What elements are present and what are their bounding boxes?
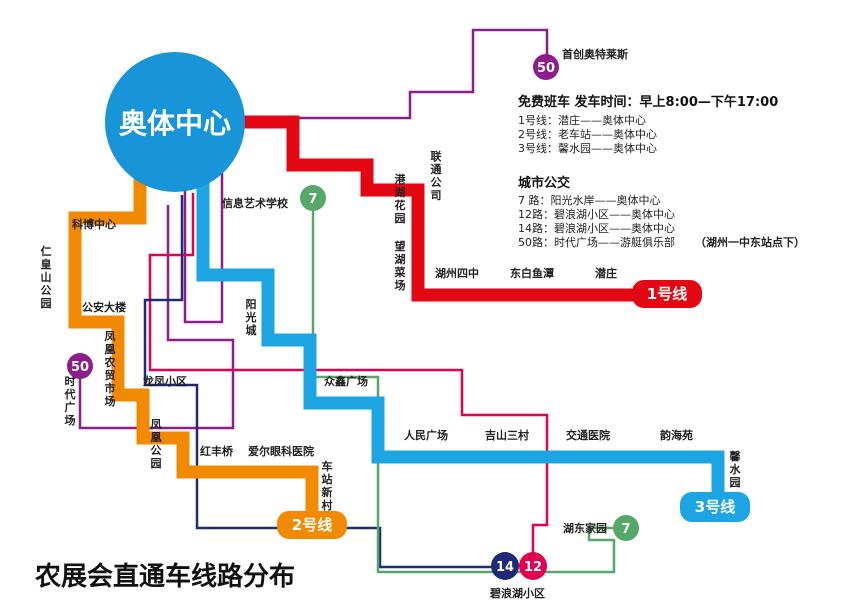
station-ganghu: 港湖花园 — [395, 172, 407, 225]
bus-50-route-north — [183, 28, 549, 324]
station-jiaotong: 交通医院 — [566, 428, 610, 442]
station-xinxi: 信息艺术学校 — [222, 196, 289, 210]
station-fenghuangpark: 凤凰公园 — [151, 418, 162, 470]
info-panel: 免费班车 发车时间：早上8:00—下午17:00 1号线：潜庄——奥体中心 2号… — [518, 94, 805, 249]
bus-12-route — [148, 193, 549, 555]
station-dongbai: 东白鱼潭 — [510, 266, 554, 280]
station-longfeng: 龙凤小区 — [142, 374, 187, 388]
bus-7-badge-south: 7 — [613, 515, 639, 541]
bus-14-route — [143, 195, 505, 569]
svg-text:12: 12 — [524, 560, 542, 575]
svg-text:3号线: 3号线 — [695, 498, 735, 516]
station-renmin: 人民广场 — [404, 428, 448, 442]
station-wanghu: 望湖菜场 — [394, 239, 407, 292]
line-3-badge: 3号线 — [680, 492, 750, 522]
station-aier: 爱尔眼科医院 — [248, 444, 314, 458]
line-1-badge: 1号线 — [632, 280, 702, 308]
station-shouchuang: 首创奥特莱斯 — [562, 47, 628, 61]
station-gongan: 公安大楼 — [82, 300, 126, 314]
bus-50-badge-north: 50 — [533, 54, 559, 80]
svg-text:2号线: 2号线 — [292, 516, 332, 534]
svg-text:7: 7 — [308, 192, 317, 207]
line-2-route — [68, 170, 319, 515]
svg-text:50: 50 — [537, 61, 555, 76]
station-yunhai: 韵海苑 — [660, 428, 693, 442]
bus-12-badge: 12 — [519, 552, 547, 580]
hub-circle — [105, 52, 245, 192]
station-renhuang: 仁皇山公园 — [41, 244, 52, 310]
bus-14-badge: 14 — [491, 552, 519, 580]
city-line-12: 12路：碧浪湖小区——奥体中心 — [518, 207, 675, 221]
bus-7-badge-north: 7 — [300, 185, 326, 211]
svg-text:50: 50 — [71, 360, 89, 375]
svg-text:7: 7 — [621, 522, 630, 537]
free-line-3: 3号线：馨水园——奥体中心 — [518, 141, 657, 155]
city-line-50: 50路：时代广场——游艇俱乐部 — [518, 235, 675, 249]
station-xinshui: 馨水园 — [729, 449, 742, 489]
city-bus-title: 城市公交 — [518, 175, 570, 191]
station-chezhan: 车站新村 — [322, 459, 333, 512]
station-kebo: 科博中心 — [72, 217, 116, 231]
svg-text:14: 14 — [496, 560, 514, 575]
station-jishan: 吉山三村 — [485, 428, 529, 442]
free-line-2: 2号线：老车站——奥体中心 — [518, 127, 657, 141]
free-bus-title: 免费班车 发车时间：早上8:00—下午17:00 — [518, 94, 778, 110]
page-title: 农展会直通车线路分布 — [34, 561, 295, 592]
station-liantong: 联通公司 — [431, 149, 442, 202]
free-line-1: 1号线：潜庄——奥体中心 — [518, 113, 646, 127]
bus-7-route — [311, 210, 626, 574]
city-line-14: 14路：碧浪湖小区——奥体中心 — [518, 221, 675, 235]
station-zhongxin: 众鑫广场 — [324, 374, 368, 388]
bus-50-badge-south: 50 — [67, 353, 93, 379]
city-line-50-note: （湖州一中东站点下） — [695, 235, 805, 249]
station-huzhou4: 湖州四中 — [435, 266, 479, 280]
station-qianzhuang: 潜庄 — [595, 266, 617, 280]
bus-50-route-south — [78, 205, 235, 430]
station-fenghuangnm: 凤凰农贸市场 — [104, 330, 116, 408]
city-line-7: 7 路：阳光水岸——奥体中心 — [518, 193, 661, 207]
station-yangguang: 阳光城 — [245, 297, 257, 337]
station-hudong: 湖东家园 — [563, 521, 607, 535]
line-3-route — [196, 170, 725, 503]
station-shidai: 时代广场 — [64, 374, 76, 427]
hub-label: 奥体中心 — [119, 107, 231, 140]
line-2-badge: 2号线 — [277, 511, 347, 539]
line-1-route — [235, 115, 660, 302]
station-bilang: 碧浪湖小区 — [489, 586, 545, 600]
station-hongfeng: 红丰桥 — [200, 444, 234, 458]
svg-text:1号线: 1号线 — [647, 285, 687, 303]
